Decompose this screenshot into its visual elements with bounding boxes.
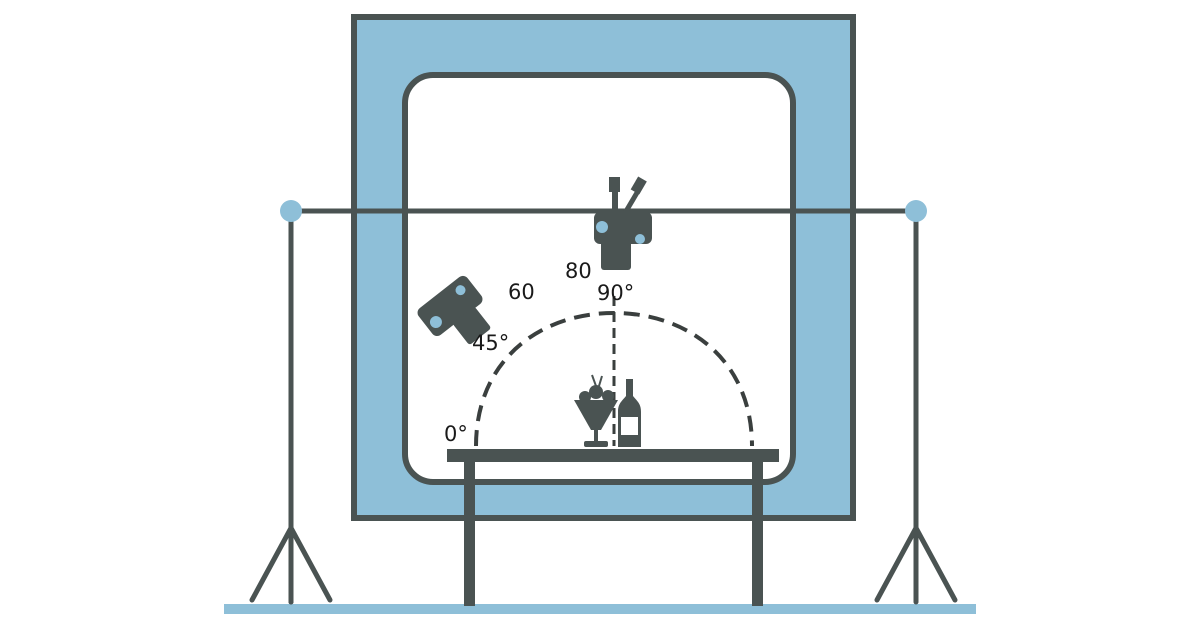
lightbox-inner-panel: [402, 72, 796, 485]
camera-side-icon: [417, 275, 491, 345]
light-stand-right: [874, 211, 958, 605]
angle-label-90: 90°: [597, 281, 634, 305]
camera-top-icon: [594, 176, 652, 270]
angle-label-45: 45°: [472, 331, 509, 355]
angle-label-0: 0°: [444, 422, 468, 446]
angle-label-80: 80: [565, 259, 592, 283]
table-leg-left: [464, 462, 475, 606]
wine-bottle-icon: [618, 379, 641, 447]
table-leg-right: [752, 462, 763, 606]
floor-line: [224, 604, 976, 614]
dessert-glass-icon: [574, 374, 618, 447]
table: [447, 449, 779, 606]
light-stand-left: [249, 211, 333, 605]
crossbar-end-right: [905, 200, 927, 222]
crossbar-end-left: [280, 200, 302, 222]
table-top: [447, 449, 779, 462]
angle-label-60: 60: [508, 280, 535, 304]
